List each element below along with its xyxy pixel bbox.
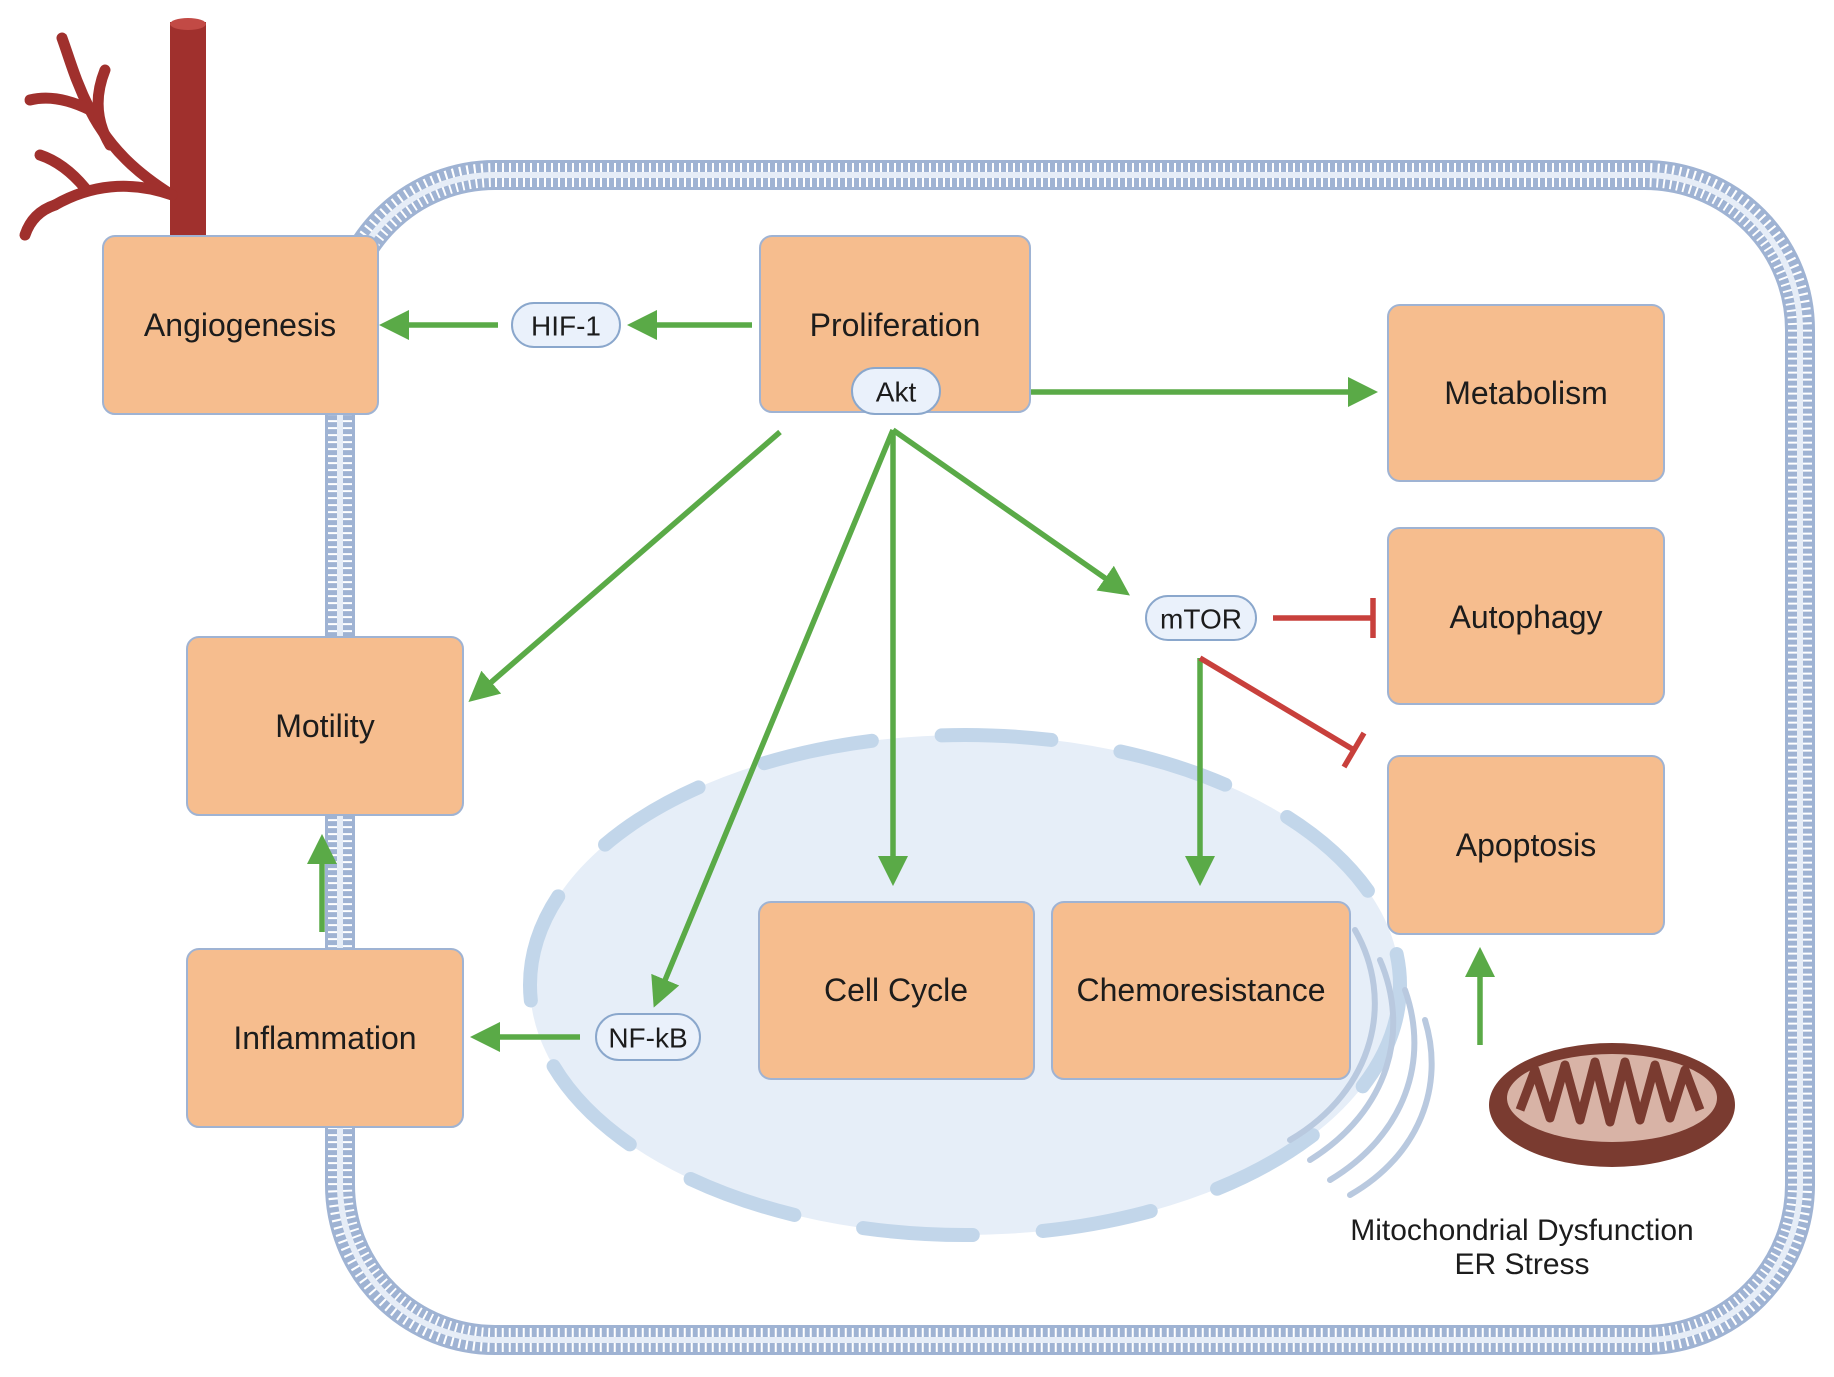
mtor-label: mTOR bbox=[1160, 604, 1242, 635]
akt-label: Akt bbox=[876, 377, 917, 408]
autophagy-label: Autophagy bbox=[1449, 599, 1602, 635]
arrow-akt-to-nfkb bbox=[651, 428, 896, 1008]
hif1-label: HIF-1 bbox=[531, 311, 601, 342]
mediator-hif1: HIF-1 bbox=[511, 302, 621, 348]
arrow-proliferation-to-motility bbox=[468, 429, 782, 702]
motility-label: Motility bbox=[275, 708, 375, 744]
caption-mitochondrial-dysfunction: Mitochondrial Dysfunction bbox=[1350, 1214, 1694, 1247]
caption-er-stress: ER Stress bbox=[1454, 1248, 1589, 1281]
mediator-akt: Akt bbox=[851, 367, 941, 415]
chemoresistance-label: Chemoresistance bbox=[1077, 972, 1326, 1008]
process-motility: Motility bbox=[186, 636, 464, 816]
process-autophagy: Autophagy bbox=[1387, 527, 1665, 705]
mediator-mtor: mTOR bbox=[1145, 595, 1257, 641]
process-metabolism: Metabolism bbox=[1387, 304, 1665, 482]
process-chemoresistance: Chemoresistance bbox=[1051, 901, 1351, 1080]
proliferation-label: Proliferation bbox=[810, 307, 981, 343]
arrow-akt-to-mtor bbox=[891, 427, 1130, 596]
endoplasmic-reticulum-icon bbox=[1287, 927, 1435, 1198]
mitochondrion-icon bbox=[1489, 1043, 1735, 1167]
cell-cycle-label: Cell Cycle bbox=[824, 972, 968, 1008]
process-inflammation: Inflammation bbox=[186, 948, 464, 1128]
inhibit-mtor-apoptosis bbox=[1198, 655, 1356, 753]
process-apoptosis: Apoptosis bbox=[1387, 755, 1665, 935]
process-angiogenesis: Angiogenesis bbox=[102, 235, 379, 415]
metabolism-label: Metabolism bbox=[1444, 375, 1608, 411]
nfkb-label: NF-kB bbox=[608, 1023, 687, 1054]
apoptosis-label: Apoptosis bbox=[1456, 827, 1597, 863]
process-proliferation: Proliferation bbox=[759, 235, 1031, 413]
mediator-nfkb: NF-kB bbox=[595, 1013, 701, 1061]
inhibition-arrows bbox=[1198, 598, 1376, 769]
process-cell-cycle: Cell Cycle bbox=[758, 901, 1035, 1080]
blood-vessel-icon bbox=[19, 18, 206, 241]
inflammation-label: Inflammation bbox=[233, 1020, 416, 1056]
angiogenesis-label: Angiogenesis bbox=[144, 307, 336, 343]
